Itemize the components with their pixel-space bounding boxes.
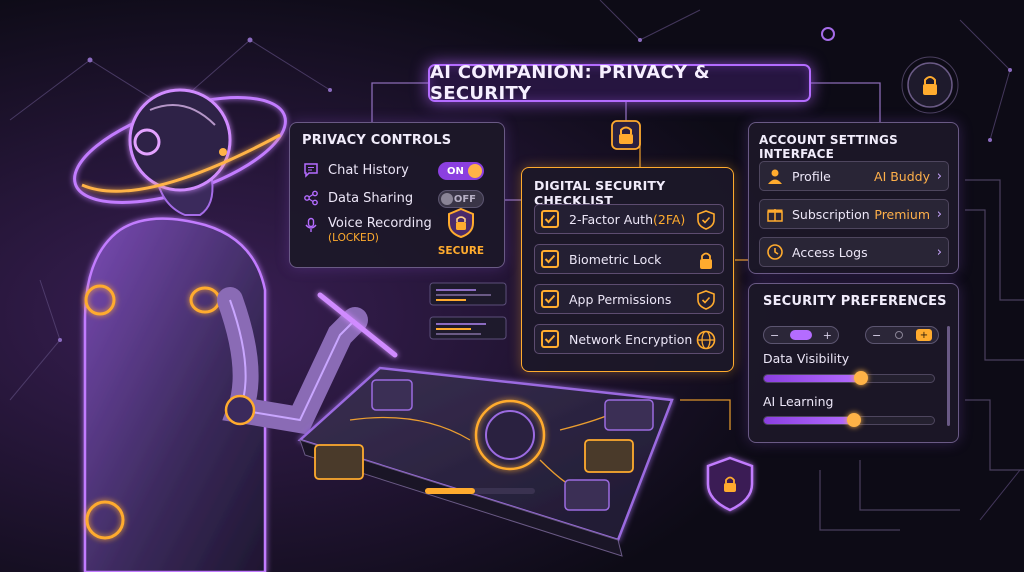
checklist-item-label: Network Encryption — [569, 331, 693, 347]
data-sharing-toggle-state: OFF — [453, 193, 476, 205]
page-title: AI COMPANION: PRIVACY & SECURITY — [430, 62, 710, 104]
preferences-stepper-right[interactable]: − + — [865, 326, 939, 344]
voice-recording-row: Voice Recording (LOCKED) — [302, 216, 432, 244]
chevron-right-icon: › — [936, 206, 942, 222]
checklist-item-network-encryption[interactable]: Network Encryption — [534, 324, 724, 354]
padlock-icon — [611, 120, 641, 150]
checklist-item-label: 2-Factor Auth — [569, 211, 653, 227]
microphone-icon — [302, 216, 320, 234]
ai-learning-label: AI Learning — [763, 394, 834, 409]
privacy-controls-panel: PRIVACY CONTROLS Chat History ON Data Sh… — [289, 122, 505, 268]
chat-bubble-icon — [302, 161, 320, 179]
checkmark-icon — [541, 250, 559, 268]
ai-learning-slider[interactable] — [763, 413, 935, 427]
security-checklist-panel: DIGITAL SECURITY CHECKLIST 2-Factor Auth… — [521, 167, 734, 372]
data-sharing-row: Data Sharing — [302, 189, 413, 207]
voice-recording-label: Voice Recording — [328, 216, 432, 231]
plus-icon[interactable]: + — [916, 329, 932, 341]
data-sharing-label: Data Sharing — [328, 190, 414, 206]
checkmark-icon — [541, 330, 559, 348]
privacy-controls-heading: PRIVACY CONTROLS — [302, 133, 452, 148]
account-row-access-logs[interactable]: Access Logs › — [759, 237, 949, 267]
data-visibility-slider[interactable] — [763, 371, 935, 385]
ai-learning-knob[interactable] — [847, 413, 862, 427]
chevron-right-icon: › — [936, 168, 942, 184]
chat-history-label: Chat History — [328, 162, 409, 178]
globe-icon — [695, 329, 717, 351]
data-visibility-label: Data Visibility — [763, 351, 850, 366]
user-icon — [766, 167, 784, 185]
account-heading: ACCOUNT SETTINGS INTERFACE — [759, 133, 898, 161]
account-row-value: Premium — [874, 206, 930, 222]
secure-badge: SECURE — [436, 207, 486, 258]
chevron-right-icon: › — [936, 244, 942, 260]
account-row-profile[interactable]: Profile AI Buddy › — [759, 161, 949, 191]
checklist-item-tag: (2FA) — [653, 211, 686, 227]
clock-icon — [766, 243, 784, 261]
title-banner: AI COMPANION: PRIVACY & SECURITY — [428, 62, 811, 104]
preferences-scrollbar[interactable] — [947, 326, 950, 426]
checklist-item-app-permissions[interactable]: App Permissions — [534, 284, 724, 314]
chat-history-row: Chat History — [302, 161, 409, 179]
checklist-item-biometric[interactable]: Biometric Lock — [534, 244, 724, 274]
secure-badge-label: SECURE — [437, 245, 485, 257]
minus-icon[interactable]: − — [872, 328, 882, 342]
account-settings-panel: ACCOUNT SETTINGS INTERFACE Profile AI Bu… — [748, 122, 959, 274]
padlock-icon — [920, 74, 940, 96]
account-row-label: Profile — [792, 168, 831, 184]
padlock-icon — [695, 249, 717, 271]
data-visibility-fill — [764, 375, 861, 382]
account-row-label: Access Logs — [792, 244, 868, 260]
stepper-dot — [894, 331, 903, 339]
plus-icon[interactable]: + — [822, 328, 832, 342]
chat-history-toggle[interactable]: ON — [438, 162, 484, 180]
security-preferences-panel: SECURITY PREFERENCES − + − + Data Visibi… — [748, 283, 959, 443]
checkmark-icon — [541, 210, 559, 228]
minus-icon[interactable]: − — [770, 328, 780, 342]
account-row-value: AI Buddy — [874, 168, 930, 184]
checklist-item-label: Biometric Lock — [569, 251, 662, 267]
ai-learning-fill — [764, 417, 855, 424]
data-visibility-knob[interactable] — [853, 371, 868, 385]
checklist-item-label: App Permissions — [569, 291, 672, 307]
preferences-stepper-left[interactable]: − + — [763, 326, 839, 344]
data-sharing-toggle[interactable]: OFF — [438, 190, 484, 208]
account-row-subscription[interactable]: Subscription Premium › — [759, 199, 949, 229]
checklist-item-2fa[interactable]: 2-Factor Auth (2FA) — [534, 204, 724, 234]
shield-lock-icon — [446, 207, 476, 239]
stepper-thumb — [790, 330, 812, 340]
shield-lock-icon — [722, 474, 738, 494]
gift-icon — [766, 205, 784, 223]
chat-history-toggle-state: ON — [447, 165, 464, 177]
share-icon — [302, 189, 320, 207]
account-row-label: Subscription — [792, 206, 870, 222]
checkmark-icon — [541, 290, 559, 308]
shield-check-icon — [695, 209, 717, 231]
preferences-heading: SECURITY PREFERENCES — [763, 294, 947, 309]
shield-check-icon — [695, 289, 717, 311]
voice-recording-status: (LOCKED) — [328, 232, 379, 244]
